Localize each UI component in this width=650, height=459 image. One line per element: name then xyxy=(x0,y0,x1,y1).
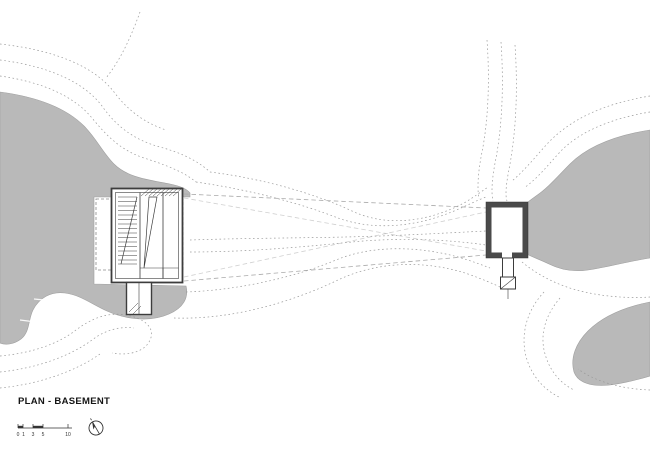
sight-lines xyxy=(183,193,487,282)
drawing-title: PLAN - BASEMENT xyxy=(18,396,111,407)
left-landmass-shape xyxy=(0,91,191,345)
wall-hatch xyxy=(140,188,182,197)
right-landmass xyxy=(520,129,650,386)
stair-treads xyxy=(118,196,137,265)
contour-line xyxy=(195,181,487,227)
contour-line xyxy=(511,95,650,182)
contour-line xyxy=(173,264,503,319)
sight-line xyxy=(183,211,487,278)
ramp-wedge xyxy=(143,196,158,269)
scale-bar: 0 1 3 5 10 xyxy=(17,424,72,438)
right-building xyxy=(485,201,529,299)
contour-line xyxy=(505,44,517,202)
left-landmass xyxy=(0,91,191,345)
contour-line xyxy=(185,248,491,293)
contour-line xyxy=(209,171,489,221)
interior-walls xyxy=(139,192,164,279)
north-arrow-icon xyxy=(88,418,104,436)
sight-line xyxy=(183,193,487,209)
scale-label-3: 3 xyxy=(32,432,35,438)
scale-label-0: 0 xyxy=(17,432,20,438)
scale-label-5: 5 xyxy=(42,432,45,438)
contour-line xyxy=(491,41,503,202)
contour-line xyxy=(477,39,489,200)
contour-line xyxy=(523,291,560,398)
sight-line xyxy=(183,197,487,252)
scale-label-10: 10 xyxy=(65,432,71,438)
right-building-stub xyxy=(502,257,514,278)
terrace-steps xyxy=(19,319,51,335)
contour-line xyxy=(0,353,101,389)
contour-line xyxy=(105,11,141,79)
left-building xyxy=(95,187,184,316)
right-building-interior xyxy=(491,207,523,253)
interior-partition xyxy=(140,267,179,279)
scale-bar-segment xyxy=(33,425,43,428)
left-building-inner-wall xyxy=(115,192,179,279)
north-arrow-head xyxy=(92,421,95,430)
terrace-steps xyxy=(33,298,91,344)
corridor-hatch xyxy=(128,302,142,316)
contour-line xyxy=(189,239,487,253)
contour-line xyxy=(0,59,211,173)
right-building-door-opening xyxy=(502,250,512,259)
contour-line xyxy=(189,230,487,241)
right-lower-landmass-shape xyxy=(572,301,650,386)
shaft-diagonal xyxy=(500,276,516,290)
contour-line xyxy=(542,297,575,391)
stair-direction-line xyxy=(120,196,138,265)
scale-bar-segment xyxy=(18,425,23,428)
contour-line xyxy=(0,43,167,131)
sight-line xyxy=(183,254,487,282)
contour-line xyxy=(523,111,650,189)
right-landmass-shape xyxy=(520,129,650,272)
scale-label-1: 1 xyxy=(22,432,25,438)
